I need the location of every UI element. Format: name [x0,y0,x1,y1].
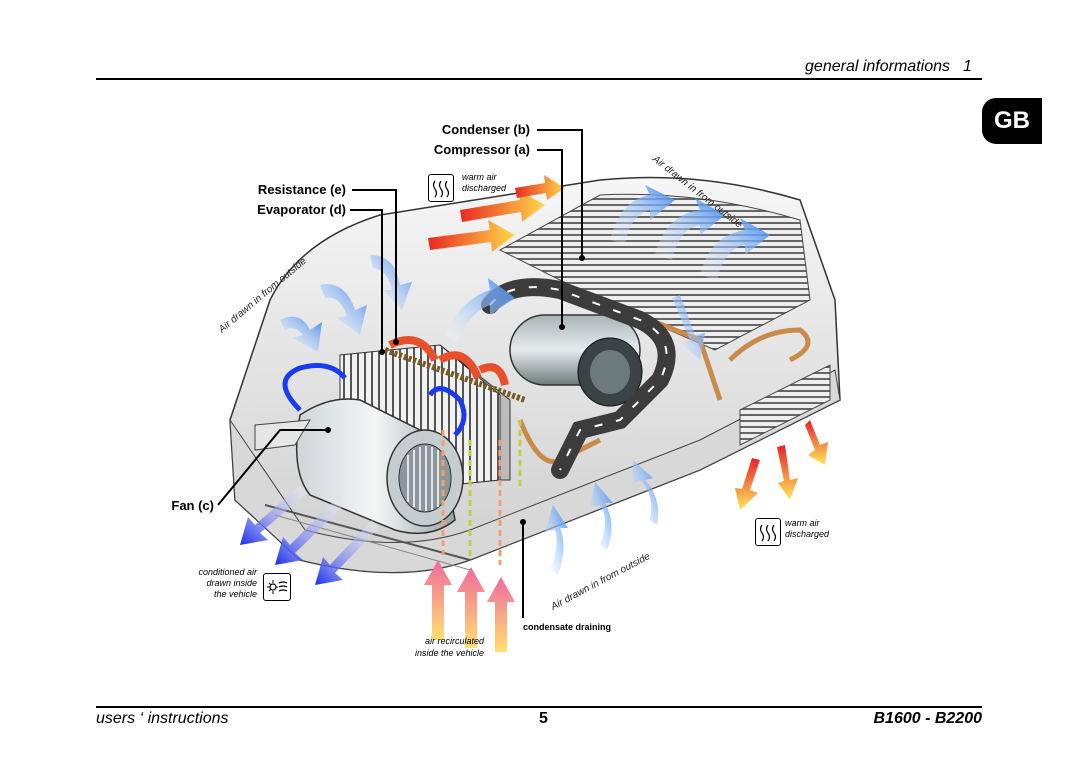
drawn-inside-label: drawn inside [206,578,257,588]
section-number: 1 [963,58,972,75]
warm-air-arrows [388,175,828,510]
compressor-label: Compressor (a) [433,142,530,157]
warm-air-right-indicator: warm air discharged [755,518,855,552]
model-number: B1600 - B2200 [873,710,982,727]
heat-waves-icon [755,518,781,546]
warm-air-label: warm air [462,172,497,182]
resistance-label: Resistance (e) [257,182,346,197]
header-rule [96,78,982,80]
condenser-label: Condenser (b) [441,122,530,137]
insulated-hose [481,278,676,479]
warm-air-top-indicator: warm air discharged [428,172,528,206]
heat-waves-icon [428,174,454,202]
footer-document-title: users ‘ instructions [96,710,229,727]
language-badge: GB [982,98,1042,144]
sun-wind-icon [263,573,291,601]
footer-rule [96,706,982,708]
condensate-draining-label: condensate draining [523,622,612,632]
air-recirculated-label: air recirculated [424,636,484,646]
warm-air-label: warm air [785,518,820,528]
air-in-bottom-label: Air drawn in from outside [548,551,652,613]
compressor [509,314,643,407]
fan-label: Fan (c) [171,498,214,513]
page-number: 5 [539,710,548,727]
discharged-label: discharged [462,183,507,193]
conditioned-air-indicator: conditioned air drawn inside the vehicle [170,567,295,607]
recirculated-intake-arrows [424,560,515,652]
conditioned-air-label: conditioned air [198,567,257,577]
discharged-label: discharged [785,529,830,539]
section-title: general informations [805,58,950,75]
evaporator-label: Evaporator (d) [257,202,346,217]
the-vehicle-label: the vehicle [213,589,257,599]
recirculation-dashes [441,420,522,565]
callout-leader-lines [217,129,583,618]
conditioned-air-out-arrows [240,485,379,585]
cold-air-arrows [280,185,770,575]
inside-vehicle-label: inside the vehicle [414,648,484,658]
recirculated-air-arrows [282,363,467,437]
callout-dots [325,255,585,525]
